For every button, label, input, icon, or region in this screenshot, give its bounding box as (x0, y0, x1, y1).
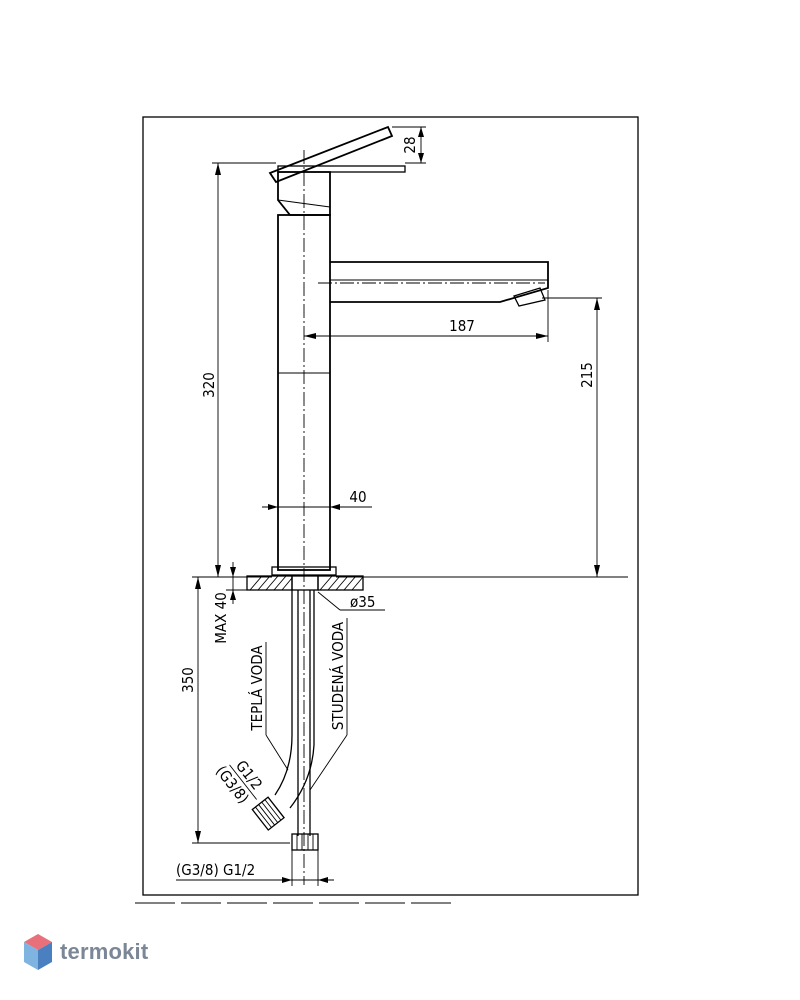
counter-section (246, 575, 364, 591)
dimension-handle-height (392, 126, 426, 164)
lever-handle (268, 125, 406, 184)
dimension-hole-diameter (317, 591, 385, 611)
cold-water-label: STUDENÁ VODA (328, 621, 347, 730)
dim-350-label: 350 (179, 667, 197, 693)
dimension-spout-height (336, 297, 628, 578)
termokit-watermark: termokit (24, 934, 148, 970)
spout (330, 261, 549, 307)
hot-water-leader (265, 642, 289, 771)
hot-water-label: TEPLÁ VODA (247, 645, 266, 732)
dim-28-label: 28 (401, 136, 419, 153)
dim-40-label: 40 (349, 488, 366, 506)
termokit-brand-text: termokit (60, 939, 149, 964)
supply-hoses (251, 590, 319, 851)
dimension-total-height (212, 162, 276, 578)
bottom-thread-label: (G3/8) G1/2 (176, 861, 255, 879)
cold-water-leader (309, 618, 348, 791)
dim-diameter-label: ø35 (350, 593, 375, 611)
drawing-frame (142, 116, 639, 896)
dim-187-label: 187 (449, 317, 475, 335)
dimension-counter-thickness (226, 562, 248, 604)
dim-320-label: 320 (200, 372, 218, 398)
dimension-hose-length (192, 576, 290, 844)
dimension-body-width (262, 504, 372, 510)
dimension-spout-reach (304, 290, 549, 342)
dimension-bottom-thread (176, 850, 334, 886)
dim-max40-label: MAX 40 (212, 592, 230, 644)
termokit-logo-icon (24, 934, 52, 970)
dim-215-label: 215 (578, 362, 596, 388)
